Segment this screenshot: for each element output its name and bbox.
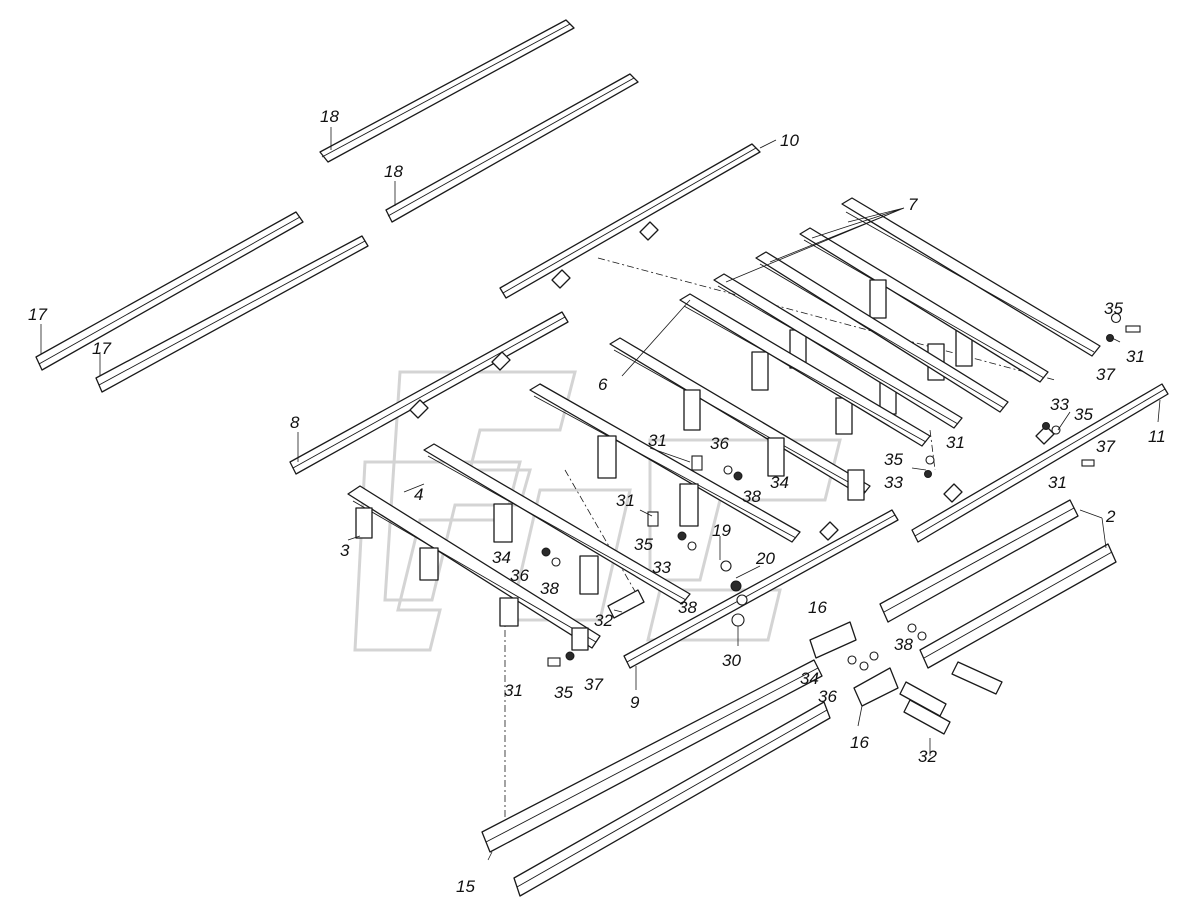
crossmember-center xyxy=(529,383,801,543)
callout-17: 17 xyxy=(28,305,47,324)
callout-34: 34 xyxy=(770,473,789,492)
callout-37: 37 xyxy=(1096,437,1115,456)
callout-4: 4 xyxy=(414,485,423,504)
callout-3: 3 xyxy=(340,541,350,560)
callout-35: 35 xyxy=(634,535,653,554)
part-2-beam-lower xyxy=(919,543,1117,669)
callout-6: 6 xyxy=(598,375,608,394)
callout-31: 31 xyxy=(616,491,635,510)
part-4-crossmember xyxy=(423,443,691,605)
callout-18: 18 xyxy=(320,107,339,126)
part-17-slat-left xyxy=(35,211,304,371)
callout-11: 11 xyxy=(1148,427,1166,446)
callout-33: 33 xyxy=(652,558,671,577)
callout-35: 35 xyxy=(1074,405,1093,424)
part-15-beam-upper xyxy=(481,659,823,853)
callout-36: 36 xyxy=(818,687,837,706)
callout-33: 33 xyxy=(884,473,903,492)
callout-2: 2 xyxy=(1105,507,1116,526)
part-16-pad-upper xyxy=(809,621,857,659)
watermark-logo xyxy=(353,370,842,652)
callout-30: 30 xyxy=(722,651,741,670)
callout-7: 7 xyxy=(908,195,918,214)
callout-16: 16 xyxy=(808,598,827,617)
part-8-side-rail xyxy=(289,311,569,475)
callout-32: 32 xyxy=(918,747,937,766)
callout-9: 9 xyxy=(630,693,640,712)
callout-38: 38 xyxy=(678,598,697,617)
part-2-beam-upper xyxy=(879,499,1079,623)
callout-38: 38 xyxy=(540,579,559,598)
callout-36: 36 xyxy=(710,434,729,453)
part-16-pad-lower xyxy=(853,667,899,707)
callout-16: 16 xyxy=(850,733,869,752)
callout-31: 31 xyxy=(1126,347,1145,366)
part-17-slat-right xyxy=(95,235,369,393)
part-9-side-rail xyxy=(623,509,899,669)
part-11-side-rail xyxy=(911,383,1169,543)
callout-20: 20 xyxy=(755,549,775,568)
part-32-tube-right xyxy=(899,661,1003,735)
part-3-crossmember-front xyxy=(347,485,601,651)
part-15-beam-lower xyxy=(513,701,831,897)
callout-36: 36 xyxy=(510,566,529,585)
part-32-tube-center xyxy=(607,589,645,619)
part-7-crossmember-1 xyxy=(841,197,1101,367)
callout-34: 34 xyxy=(800,669,819,688)
part-18-slat-lower xyxy=(385,73,639,223)
part-18-slat-upper xyxy=(319,19,575,163)
callout-15: 15 xyxy=(456,877,475,896)
callout-32: 32 xyxy=(594,611,613,630)
callout-18: 18 xyxy=(384,162,403,181)
callout-17: 17 xyxy=(92,339,111,358)
callout-37: 37 xyxy=(1096,365,1115,384)
part-7-crossmember-4 xyxy=(713,273,963,435)
hardware-fasteners xyxy=(541,312,1141,671)
callout-10: 10 xyxy=(780,131,799,150)
part-7-crossmember-3 xyxy=(755,251,1009,415)
callout-35: 35 xyxy=(884,450,903,469)
callout-31: 31 xyxy=(946,433,965,452)
callout-38: 38 xyxy=(894,635,913,654)
callout-33: 33 xyxy=(1050,395,1069,414)
part-10-side-rail xyxy=(499,143,761,299)
callout-35: 35 xyxy=(1104,299,1123,318)
callout-31: 31 xyxy=(1048,473,1067,492)
callout-38: 38 xyxy=(742,487,761,506)
assembly-axis-lines xyxy=(504,257,1056,830)
callout-8: 8 xyxy=(290,413,300,432)
callout-37: 37 xyxy=(584,675,603,694)
callout-labels: 18 18 10 7 17 17 35 31 37 6 33 35 31 11 … xyxy=(28,107,1166,896)
callout-19: 19 xyxy=(712,521,731,540)
callout-34: 34 xyxy=(492,548,511,567)
part-6-crossmember-5 xyxy=(679,293,931,447)
part-6-crossmember-middle xyxy=(609,337,871,501)
callout-35: 35 xyxy=(554,683,573,702)
callout-31: 31 xyxy=(648,431,667,450)
callout-31: 31 xyxy=(504,681,523,700)
callout-leader-lines xyxy=(40,127,1161,861)
